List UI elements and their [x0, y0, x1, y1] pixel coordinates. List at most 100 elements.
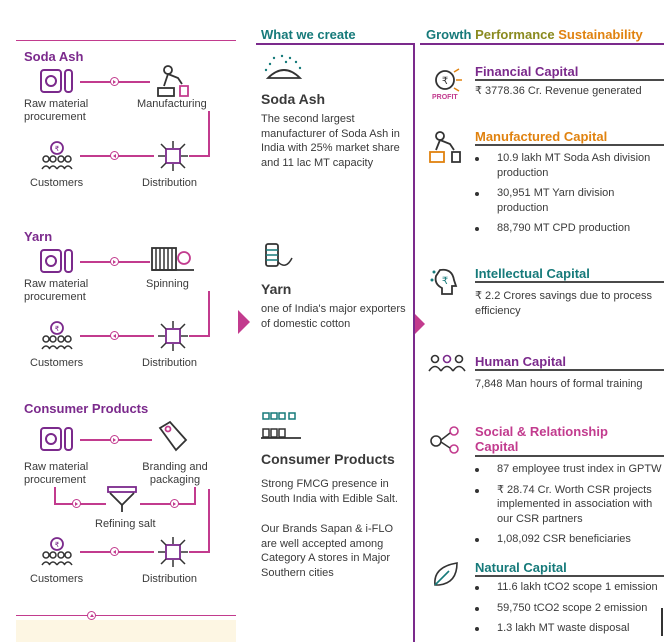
intellectual-capital-text: ₹ 2.2 Crores savings due to process effi…	[475, 290, 652, 317]
human-capital-icon	[427, 354, 467, 372]
list-item: 30,951 MT Yarn division production	[469, 186, 664, 215]
connector	[140, 503, 196, 505]
list-item: 1.3 lakh MT waste disposal	[469, 621, 664, 636]
column-divider	[413, 43, 415, 642]
yarn-text: one of India's major exporters of domest…	[261, 303, 406, 330]
raw-material-label: Raw material procurement	[24, 98, 89, 123]
connector	[189, 335, 210, 337]
title-underline	[475, 79, 664, 81]
natural-capital-list: 11.6 lakh tCO2 scope 1 emission 59,750 t…	[469, 580, 664, 642]
connector	[189, 155, 210, 157]
spinning-label: Spinning	[146, 278, 189, 290]
flow-arrow-icon	[238, 310, 250, 334]
connector	[208, 291, 210, 335]
soda-ash-heading: Soda Ash	[24, 49, 84, 64]
raw-material-icon	[40, 248, 74, 274]
human-capital-title: Human Capital	[475, 354, 567, 369]
list-item: 88,790 MT CPD production	[469, 221, 664, 236]
social-capital-title: Social & Relationship Capital	[475, 424, 608, 454]
svg-text:₹: ₹	[55, 325, 60, 333]
consumer-products-heading: Consumer Products	[24, 401, 149, 416]
social-capital-list: 87 employee trust index in GPTW ₹ 28.74 …	[469, 462, 664, 553]
customers-icon: ₹	[40, 140, 74, 170]
flow-arrow-icon	[110, 435, 119, 444]
refining-funnel-icon	[106, 485, 138, 513]
consumer-products-text: Strong FMCG presence in South India with…	[261, 478, 398, 505]
bottom-divider	[16, 615, 236, 616]
distribution-label: Distribution	[142, 573, 198, 585]
consumer-products-title: Consumer Products	[261, 451, 395, 467]
customers-label: Customers	[30, 177, 84, 189]
raw-material-icon	[40, 68, 74, 94]
title-underline	[475, 144, 664, 146]
human-capital-text: 7,848 Man hours of formal training	[475, 378, 643, 390]
financial-capital-text: ₹ 3778.36 Cr. Revenue generated	[475, 85, 642, 97]
right-edge-bar	[661, 608, 663, 636]
raw-material-icon	[40, 426, 74, 452]
distribution-icon	[156, 320, 190, 352]
flow-arrow-icon	[110, 77, 119, 86]
svg-text:₹: ₹	[55, 541, 60, 549]
distribution-icon	[156, 536, 190, 568]
yarn-title: Yarn	[261, 281, 292, 297]
consumer-products-text: Our Brands Sapan & i-FLO are well accept…	[261, 523, 394, 579]
header-sustainability: Sustainability	[558, 27, 643, 42]
packaging-tag-icon	[156, 420, 188, 452]
social-capital-title-line2: Capital	[475, 439, 519, 454]
svg-text:₹: ₹	[442, 76, 448, 87]
flow-arrow-icon	[110, 331, 119, 340]
manufactured-capital-icon	[428, 130, 464, 164]
connector	[208, 111, 210, 155]
social-capital-title-line1: Social & Relationship	[475, 424, 608, 439]
intellectual-capital-icon: ₹	[430, 266, 462, 296]
raw-material-label: Raw material procurement	[24, 278, 89, 303]
raw-material-label: Raw material procurement	[24, 461, 89, 486]
connector	[189, 551, 210, 553]
list-item: 10.9 lakh MT Soda Ash division productio…	[469, 151, 664, 180]
list-item: 59,750 tCO2 scope 2 emission	[469, 601, 664, 616]
customers-icon: ₹	[40, 536, 74, 566]
soda-ash-text: The second largest manufacturer of Soda …	[261, 113, 400, 169]
consumer-products-icon	[261, 411, 305, 443]
list-item: ₹ 28.74 Cr. Worth CSR projects implement…	[469, 483, 664, 527]
distribution-label: Distribution	[142, 177, 198, 189]
flow-arrow-icon	[110, 547, 119, 556]
branding-label: Branding and packaging	[142, 461, 208, 486]
flow-arrow-icon	[110, 151, 119, 160]
svg-text:PROFIT: PROFIT	[432, 94, 458, 100]
header-underline	[256, 43, 414, 45]
financial-capital-icon: ₹ PROFIT	[430, 68, 464, 100]
customers-icon: ₹	[40, 320, 74, 350]
what-we-create-header: What we create	[261, 27, 356, 42]
flow-arrow-icon	[110, 257, 119, 266]
distribution-label: Distribution	[142, 357, 198, 369]
social-capital-icon	[428, 425, 464, 455]
natural-capital-title: Natural Capital	[475, 560, 567, 575]
title-underline	[475, 369, 664, 371]
connector	[54, 487, 56, 504]
connector	[194, 487, 196, 505]
title-underline	[475, 455, 664, 457]
soda-ash-title: Soda Ash	[261, 91, 326, 107]
spinning-icon	[150, 244, 196, 274]
soda-ash-pile-icon	[262, 52, 306, 82]
connector	[208, 489, 210, 551]
customers-label: Customers	[30, 573, 84, 585]
flow-arrow-icon	[170, 499, 179, 508]
list-item: 87 employee trust index in GPTW	[469, 462, 664, 477]
flow-arrow-icon	[72, 499, 81, 508]
header-growth: Growth	[426, 27, 472, 42]
svg-text:₹: ₹	[442, 276, 448, 287]
manufacturing-label: Manufacturing	[137, 98, 207, 110]
list-item: 1,08,092 CSR beneficiaries	[469, 532, 664, 547]
capitals-header: Growth Performance Sustainability	[426, 27, 643, 42]
yarn-heading: Yarn	[24, 229, 53, 244]
title-underline	[475, 575, 664, 577]
expand-arrow-icon	[87, 611, 96, 620]
title-underline	[475, 281, 664, 283]
svg-text:₹: ₹	[55, 145, 60, 153]
top-divider	[16, 40, 236, 41]
distribution-icon	[156, 140, 190, 172]
manufacturing-icon	[154, 64, 194, 98]
yarn-spool-icon	[262, 240, 296, 272]
